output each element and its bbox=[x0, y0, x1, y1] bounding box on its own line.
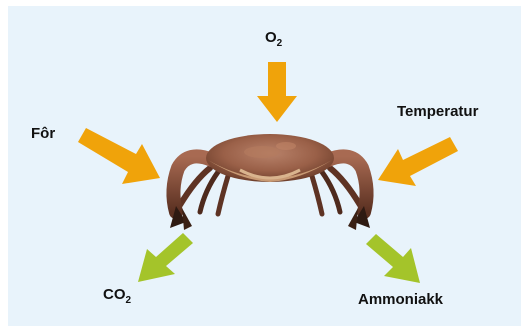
arrow-co2-out bbox=[138, 233, 193, 282]
arrow-o2-in bbox=[257, 62, 297, 122]
arrow-ammonia-out bbox=[366, 234, 420, 283]
crab-illustration bbox=[170, 134, 370, 230]
arrow-feed-in bbox=[78, 128, 160, 184]
label-o2: O2 bbox=[265, 30, 282, 45]
label-ammonia: Ammoniakk bbox=[358, 292, 443, 307]
label-co2: CO2 bbox=[103, 287, 131, 302]
label-feed: Fôr bbox=[31, 126, 55, 141]
label-temperature: Temperatur bbox=[397, 104, 478, 119]
arrow-temperature-in bbox=[378, 137, 458, 186]
